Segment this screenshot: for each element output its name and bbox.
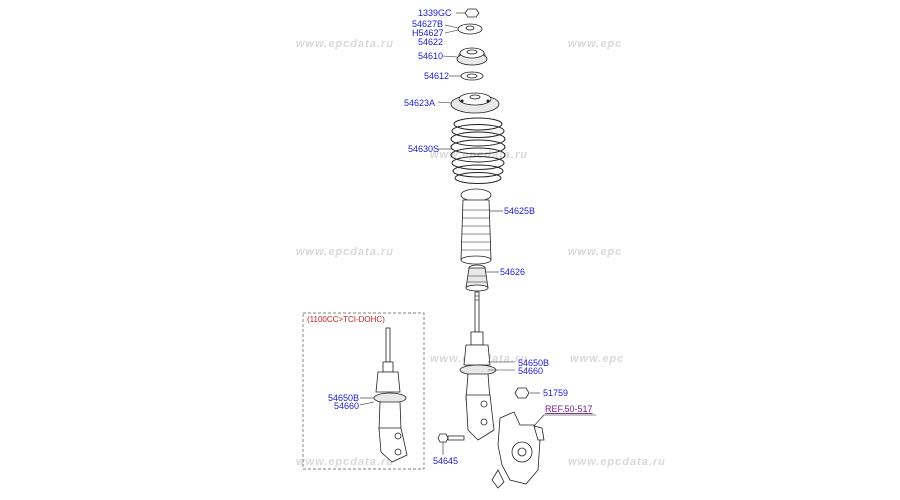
nut-51759 [514, 387, 540, 399]
inset-part-label-54660[interactable]: 54660 [334, 401, 359, 411]
bump-stop-54626 [465, 264, 499, 292]
dust-boot-54625b [460, 188, 503, 265]
nut-1339gc [456, 8, 480, 18]
watermark: www.epcdata.ru [568, 456, 666, 468]
bearing-54610 [442, 47, 488, 66]
part-label-54625b[interactable]: 54625B [504, 206, 535, 216]
watermark: www.epc [568, 38, 622, 50]
watermark: www.epcdata.ru [296, 456, 394, 468]
part-label-54622[interactable]: 54622 [418, 37, 443, 47]
variant-inset-box [302, 312, 425, 470]
part-label-54610[interactable]: 54610 [418, 51, 443, 61]
reference-link[interactable]: REF.50-517 [545, 404, 593, 414]
part-label-54626[interactable]: 54626 [500, 267, 525, 277]
part-label-54660[interactable]: 54660 [518, 366, 543, 376]
part-label-54650b[interactable]: 54650B [518, 358, 549, 368]
part-label-54627b[interactable]: 54627B [412, 19, 443, 29]
inset-title[interactable]: (1100CC>TCI-DOHC) [307, 315, 385, 324]
watermark: www.epcdata.ru [296, 246, 394, 258]
watermark: www.epcdata.ru [430, 149, 528, 161]
watermark: www.epc [568, 246, 622, 258]
inset-strut-assembly [359, 327, 408, 463]
part-label-1339gc[interactable]: 1339GC [418, 8, 452, 18]
watermark: www.epc [570, 353, 624, 365]
strut-assembly-54650b [459, 291, 515, 441]
inset-part-label-54650b[interactable]: 54650B [328, 393, 359, 403]
washer-54612 [449, 71, 484, 81]
part-label-54623a[interactable]: 54623A [404, 98, 435, 108]
part-label-51759[interactable]: 51759 [543, 388, 568, 398]
washer-54627b [444, 23, 483, 35]
watermark: www.epcdata.ru [296, 38, 394, 50]
part-label-54612[interactable]: 54612 [424, 71, 449, 81]
part-label-54630s[interactable]: 54630S [408, 144, 439, 154]
bolt-54645 [437, 433, 465, 455]
part-label-h54627[interactable]: H54627 [412, 28, 444, 38]
coil-spring-54630s [436, 117, 506, 184]
part-label-54645[interactable]: 54645 [433, 456, 458, 466]
spring-seat-54623a [437, 92, 500, 114]
steering-knuckle [491, 411, 545, 489]
